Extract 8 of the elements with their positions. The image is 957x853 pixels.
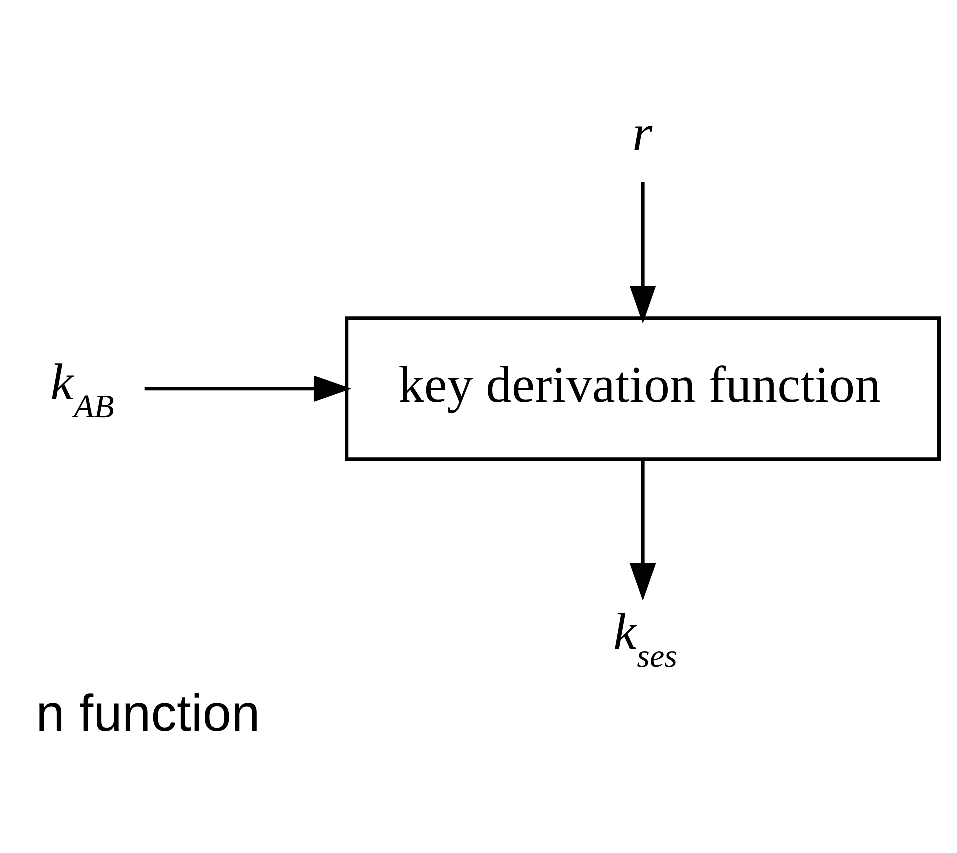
arrow <box>630 460 656 602</box>
arrow <box>144 376 352 402</box>
node-text: k$_{AB}$ <box>50 354 114 426</box>
node-text: k$_{ses}$ <box>614 604 678 675</box>
caption: n function <box>36 684 260 742</box>
arrow <box>630 182 656 324</box>
node-box: key derivation function <box>345 316 941 462</box>
node-text: r <box>632 106 653 163</box>
